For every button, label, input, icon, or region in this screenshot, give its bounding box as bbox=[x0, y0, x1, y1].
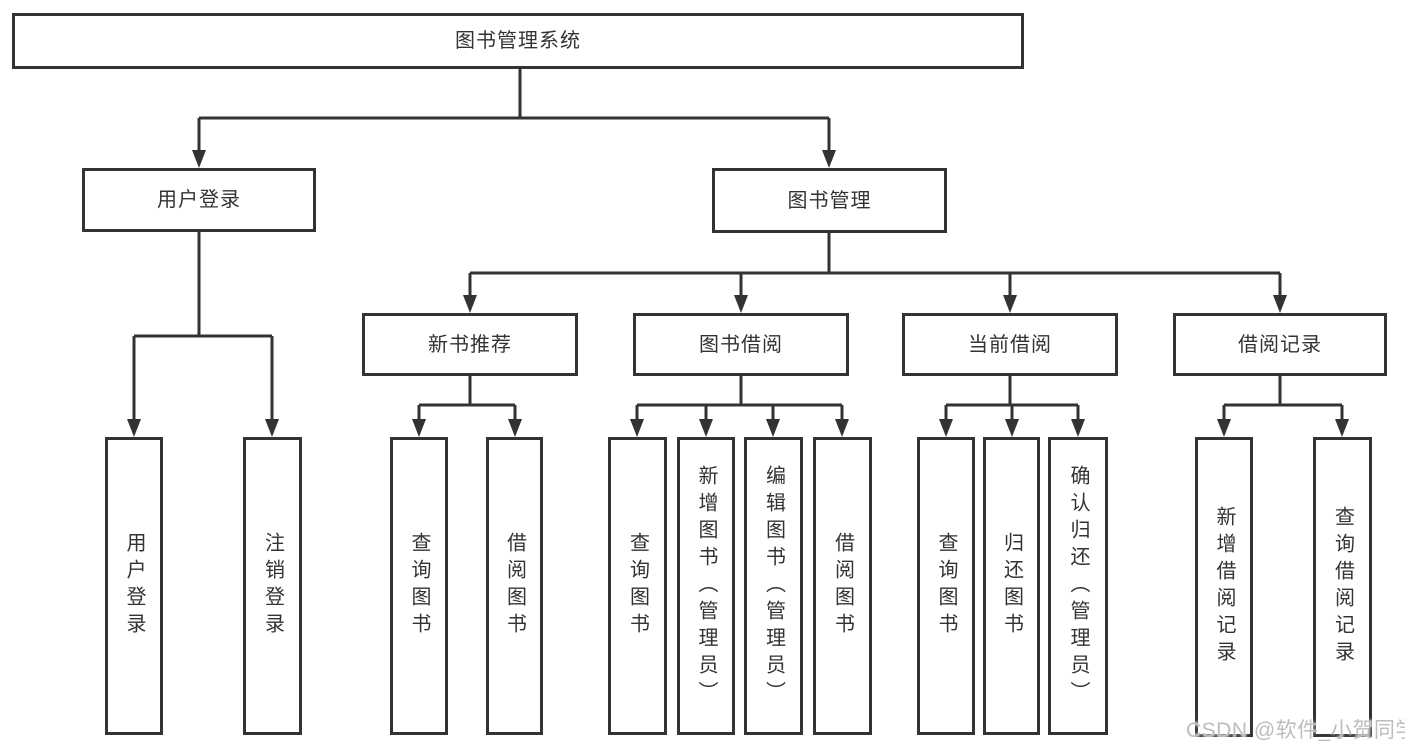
arrowhead bbox=[1003, 295, 1017, 313]
node-user-login: 用户登录 bbox=[82, 168, 316, 232]
leaf-edit-books-admin: 编辑图书（管理员） bbox=[744, 437, 803, 735]
connector-root-to-level2 bbox=[197, 69, 831, 154]
node-label: 当前借阅 bbox=[968, 333, 1052, 356]
node-label: 查询图书 bbox=[408, 532, 430, 640]
node-label: 查询图书 bbox=[626, 532, 649, 640]
node-new-book-recommend: 新书推荐 bbox=[362, 313, 578, 376]
arrowhead bbox=[265, 419, 279, 437]
node-book-borrow: 图书借阅 bbox=[633, 313, 849, 376]
leaf-confirm-return-admin: 确认归还（管理员） bbox=[1048, 437, 1108, 735]
arrowhead bbox=[127, 419, 141, 437]
leaf-borrow-books-recommend: 借阅图书 bbox=[486, 437, 543, 735]
node-label: 图书借阅 bbox=[699, 333, 783, 356]
node-current-borrow: 当前借阅 bbox=[902, 313, 1118, 376]
arrowhead bbox=[1335, 419, 1349, 437]
arrowhead bbox=[412, 419, 426, 437]
node-label: 新增借阅记录 bbox=[1213, 506, 1235, 668]
arrowhead bbox=[699, 419, 713, 437]
leaf-borrow-books: 借阅图书 bbox=[813, 437, 872, 735]
leaf-query-books-borrow: 查询图书 bbox=[608, 437, 667, 735]
node-label: 用户登录 bbox=[123, 532, 145, 640]
csdn-watermark: CSDN @软件_小贺同学 bbox=[1186, 719, 1405, 742]
leaf-query-borrow-record: 查询借阅记录 bbox=[1313, 437, 1372, 737]
connector-current-borrow-to-leaves bbox=[944, 376, 1080, 423]
node-label: 新增图书（管理员） bbox=[695, 464, 717, 708]
arrowhead bbox=[1217, 419, 1231, 437]
leaf-return-books: 归还图书 bbox=[983, 437, 1040, 735]
node-label: 注销登录 bbox=[261, 532, 284, 640]
node-label: 借阅记录 bbox=[1238, 333, 1322, 356]
connector-user-login-to-leaves bbox=[132, 232, 274, 423]
node-root-library-system: 图书管理系统 bbox=[12, 13, 1024, 69]
leaf-query-books-recommend: 查询图书 bbox=[390, 437, 448, 735]
node-borrow-record: 借阅记录 bbox=[1173, 313, 1387, 376]
arrowhead bbox=[734, 295, 748, 313]
node-label: 查询图书 bbox=[935, 532, 957, 640]
arrowhead bbox=[1071, 419, 1085, 437]
node-label: 新书推荐 bbox=[428, 333, 512, 356]
arrowhead bbox=[463, 295, 477, 313]
node-label: 用户登录 bbox=[157, 189, 241, 211]
node-label: 图书管理系统 bbox=[455, 30, 581, 52]
node-label: 查询借阅记录 bbox=[1331, 506, 1354, 668]
connector-borrow-record-to-leaves bbox=[1222, 376, 1344, 423]
node-label: 借阅图书 bbox=[503, 532, 526, 640]
connector-book-mgmt-to-level3 bbox=[468, 233, 1282, 299]
arrowhead bbox=[192, 150, 206, 168]
node-book-management: 图书管理 bbox=[712, 168, 947, 233]
arrowhead bbox=[766, 419, 780, 437]
node-label: 借阅图书 bbox=[831, 532, 854, 640]
node-label: 图书管理 bbox=[787, 189, 872, 212]
arrowhead bbox=[822, 150, 836, 168]
node-label: 归还图书 bbox=[1000, 532, 1023, 640]
connector-book-borrow-to-leaves bbox=[635, 376, 844, 423]
arrowhead bbox=[1005, 419, 1019, 437]
leaf-add-books-admin: 新增图书（管理员） bbox=[677, 437, 735, 735]
arrowhead bbox=[508, 419, 522, 437]
leaf-logout: 注销登录 bbox=[243, 437, 302, 735]
connector-new-book-to-leaves bbox=[417, 376, 517, 423]
leaf-user-login: 用户登录 bbox=[105, 437, 163, 735]
node-label: 编辑图书（管理员） bbox=[762, 464, 785, 708]
leaf-add-borrow-record: 新增借阅记录 bbox=[1195, 437, 1253, 737]
arrowhead bbox=[1273, 295, 1287, 313]
leaf-query-books-current: 查询图书 bbox=[917, 437, 975, 735]
arrowhead bbox=[630, 419, 644, 437]
arrowhead bbox=[835, 419, 849, 437]
arrowhead bbox=[939, 419, 953, 437]
node-label: 确认归还（管理员） bbox=[1067, 464, 1089, 708]
